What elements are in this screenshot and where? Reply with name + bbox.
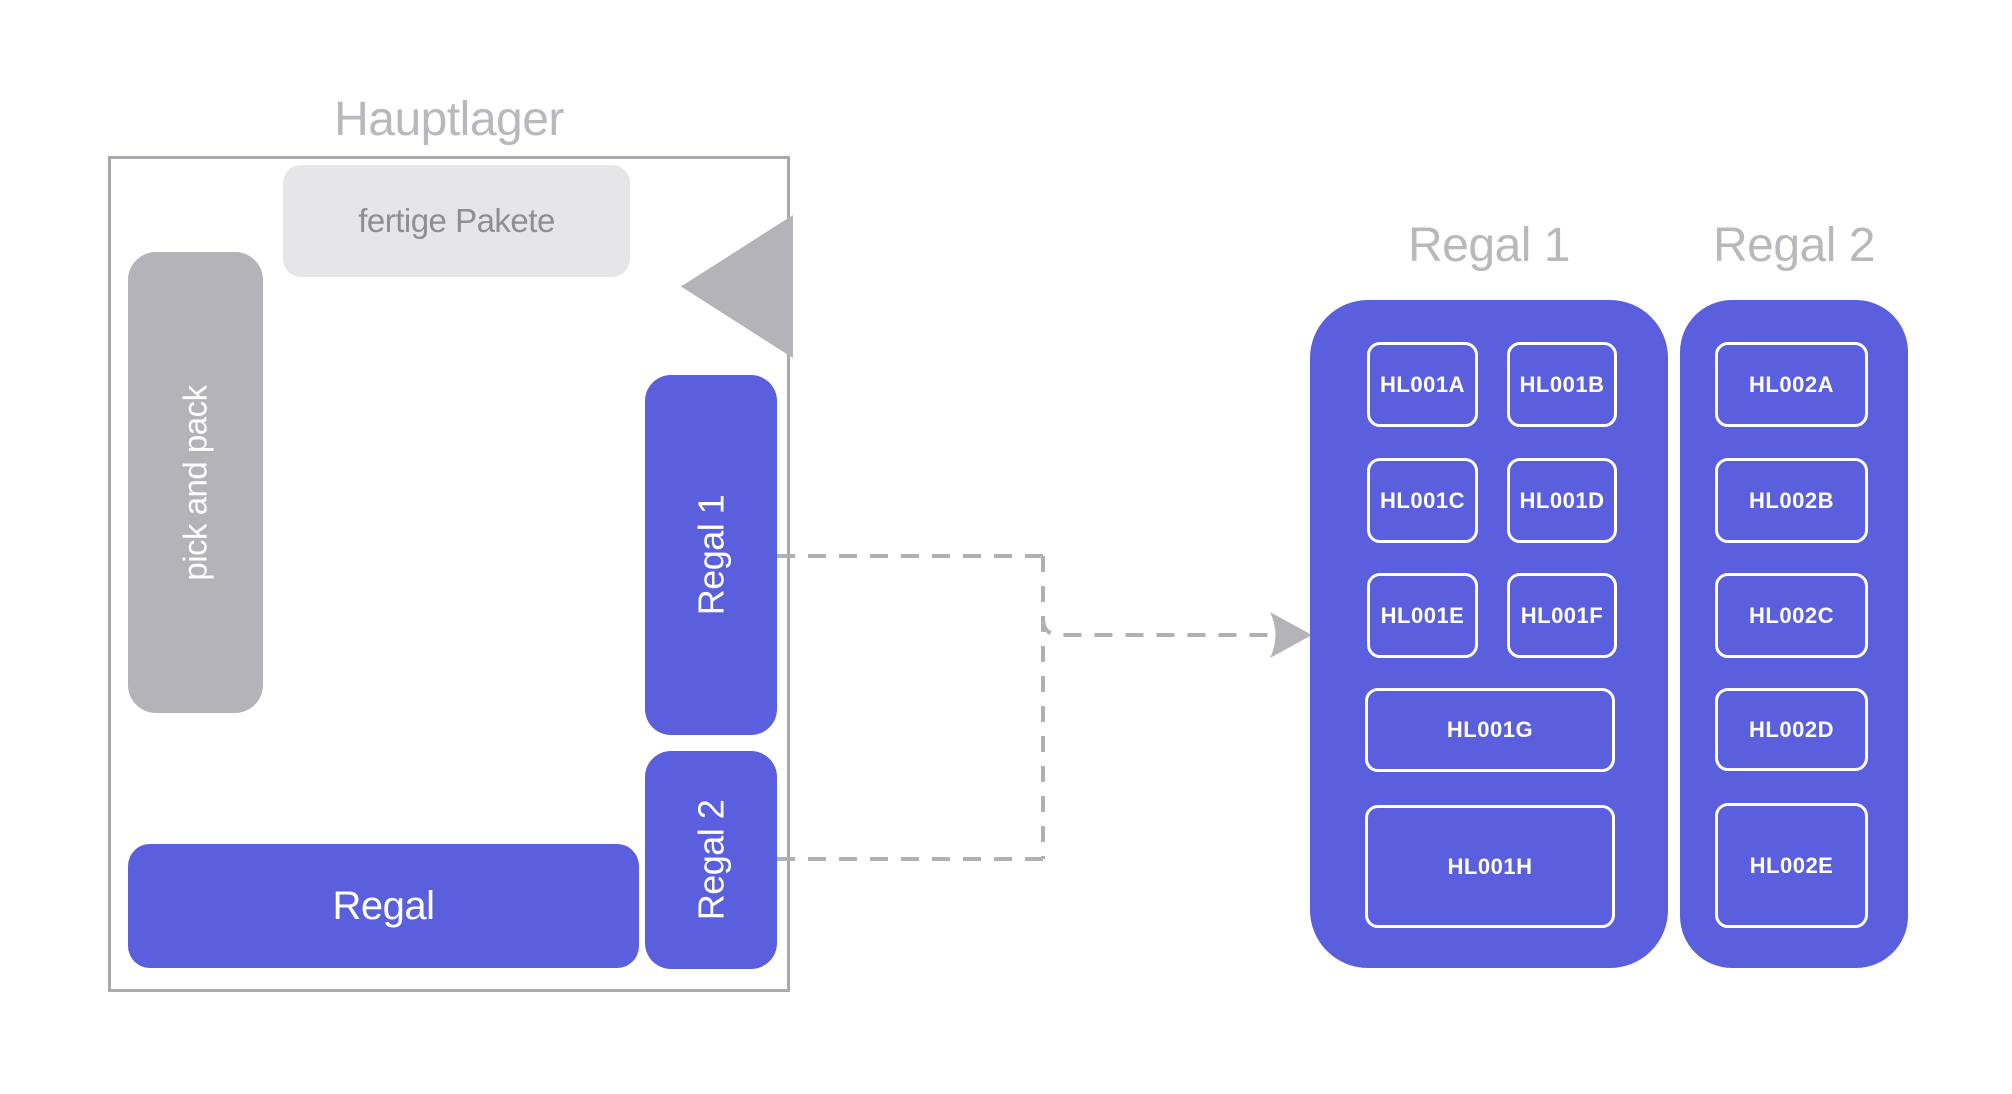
shelf-slot: HL001F	[1507, 573, 1617, 658]
shelf2-bar-label: Regal 2	[690, 799, 731, 921]
shelf1-detail-container: HL001A HL001B HL001C HL001D HL001E HL001…	[1310, 300, 1668, 968]
shelf-slot: HL001A	[1367, 342, 1478, 427]
shelf-slot: HL002E	[1715, 803, 1868, 928]
pick-and-pack-zone: pick and pack	[128, 252, 263, 713]
shelf1-bar-label: Regal 1	[690, 494, 731, 616]
shelf-slot: HL001H	[1365, 805, 1615, 928]
finished-packages-label: fertige Pakete	[358, 202, 555, 239]
shelf-slot: HL001D	[1507, 458, 1617, 543]
main-warehouse-title: Hauptlager	[334, 93, 564, 146]
dashed-arrow-shaft	[1041, 617, 1268, 637]
shelf1-bar: Regal 1	[645, 375, 777, 735]
shelf2-detail-title: Regal 2	[1713, 219, 1875, 272]
shelf-slot: HL002C	[1715, 573, 1868, 658]
shelf2-detail-container: HL002A HL002B HL002C HL002D HL002E	[1680, 300, 1908, 968]
bottom-shelf-bar: Regal	[128, 844, 639, 968]
shelf-slot: HL001C	[1367, 458, 1478, 543]
shelf1-detail-title: Regal 1	[1408, 219, 1570, 272]
arrow-right-icon	[1270, 612, 1312, 658]
shelf-slot: HL001E	[1367, 573, 1478, 658]
shelf-slot: HL001B	[1507, 342, 1617, 427]
shelf-slot: HL002A	[1715, 342, 1868, 427]
finished-packages-zone: fertige Pakete	[283, 165, 630, 277]
shelf2-bar: Regal 2	[645, 751, 777, 969]
pick-and-pack-label: pick and pack	[176, 384, 214, 581]
shelf-slot: HL001G	[1365, 688, 1615, 772]
shelf-slot: HL002D	[1715, 688, 1868, 771]
shelf-slot: HL002B	[1715, 458, 1868, 543]
bottom-shelf-label: Regal	[332, 883, 435, 928]
